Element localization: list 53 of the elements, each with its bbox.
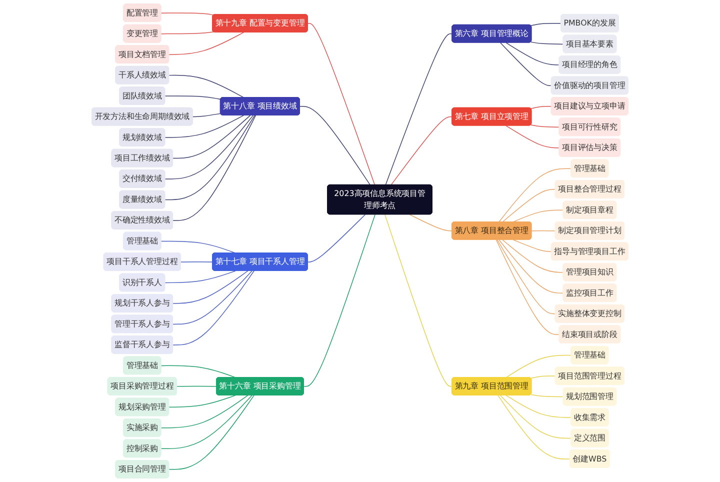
connector — [500, 42, 552, 86]
connector — [496, 239, 560, 335]
connector — [160, 394, 248, 428]
connector — [160, 365, 236, 378]
connector — [172, 270, 248, 304]
connector — [164, 114, 244, 138]
connector — [180, 261, 213, 262]
connector — [164, 114, 256, 200]
connector — [506, 42, 560, 66]
connector — [300, 106, 370, 186]
connector — [176, 386, 217, 387]
connector — [506, 125, 560, 148]
connector — [502, 188, 556, 222]
connector — [172, 114, 251, 159]
connector — [168, 394, 236, 408]
connector — [308, 23, 376, 186]
connector — [531, 230, 556, 232]
connector — [172, 270, 252, 325]
connector — [498, 168, 572, 222]
connector — [308, 214, 366, 262]
connector — [172, 114, 256, 221]
connector — [390, 116, 452, 186]
connector — [409, 214, 452, 232]
connector — [530, 124, 560, 128]
connector — [530, 376, 556, 379]
connector — [498, 394, 570, 460]
connector — [530, 106, 552, 109]
connector — [384, 214, 452, 387]
connector — [164, 270, 236, 284]
connector — [512, 210, 564, 222]
connector — [192, 113, 221, 118]
connector — [512, 239, 552, 252]
connector — [172, 270, 254, 346]
connector — [502, 239, 564, 273]
connector — [160, 394, 252, 450]
connector — [530, 394, 564, 398]
connector — [164, 96, 221, 100]
connector — [500, 394, 572, 439]
connector — [168, 32, 244, 55]
connector — [168, 74, 244, 98]
connector — [506, 354, 572, 378]
connector — [160, 32, 214, 34]
connector — [160, 12, 214, 16]
connector — [496, 239, 556, 314]
connector — [506, 394, 572, 418]
connector — [385, 33, 452, 186]
connector — [160, 240, 236, 254]
connector — [164, 114, 254, 180]
connector — [304, 214, 376, 387]
connector — [530, 42, 564, 45]
connector — [168, 394, 254, 470]
connector — [498, 239, 564, 294]
connector — [530, 23, 562, 26]
